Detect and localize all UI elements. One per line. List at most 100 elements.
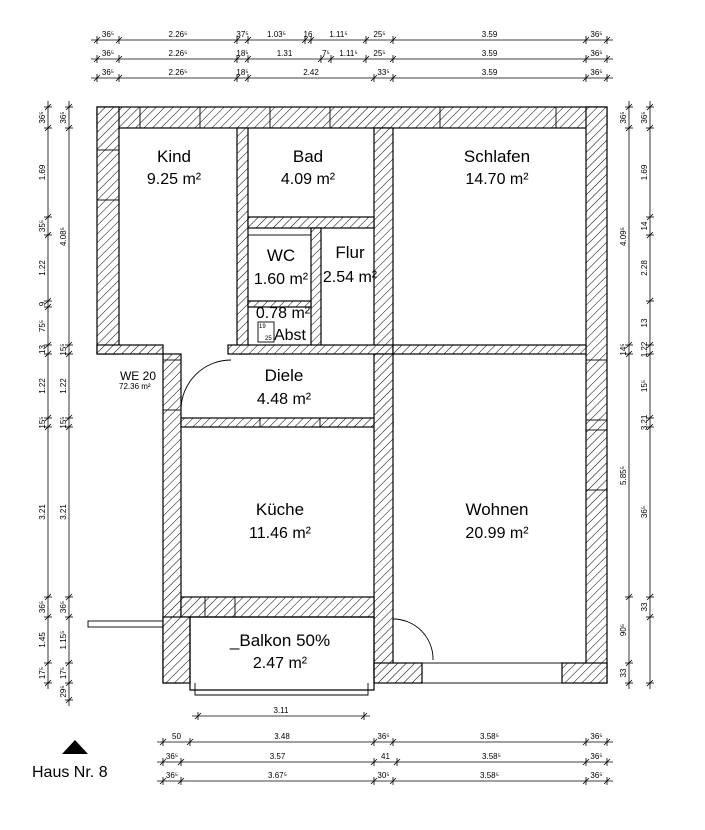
- wall-kind-bad: [236, 127, 249, 355]
- room-kind-name: Kind: [157, 147, 191, 166]
- wall-bad-schlafen: [373, 127, 394, 355]
- wall-schlafen-wohnen: [392, 344, 587, 355]
- dim-left-2-label: 1.15⁵: [59, 631, 68, 650]
- dim-right-1-label: 36⁵: [619, 111, 628, 123]
- house-label: Haus Nr. 8: [32, 764, 108, 781]
- dim-bottom-3-label: 36⁵: [590, 771, 602, 780]
- dim-left-1-label: 3.21: [38, 504, 47, 520]
- dim-bottom-2-label: 36⁵: [166, 752, 178, 761]
- dim-top-1-label: 3.59: [482, 30, 498, 39]
- wall-wc-flur: [310, 227, 322, 349]
- unit-name: WE 20: [120, 369, 156, 383]
- dim-left-1-label: 1.45: [38, 632, 47, 648]
- wall-south-east: [561, 662, 608, 684]
- room-abst-name: Abst: [274, 327, 307, 344]
- dim-left-2-label: 3.21: [59, 504, 68, 520]
- room-bad-area: 4.09 m²: [281, 171, 336, 188]
- dim-left-2-label: 1.22: [59, 378, 68, 394]
- dim-left-2-label: 29⁵: [59, 685, 68, 697]
- dim-top-1-label: 16: [304, 30, 313, 39]
- dim-bottom-2-label: 3.58⁵: [482, 752, 501, 761]
- dim-top-2-label: 2.26⁵: [169, 49, 188, 58]
- dim-bottom-3-label: 3.58⁵: [480, 771, 499, 780]
- dim-right-1-label: 4.09⁵: [619, 227, 628, 246]
- dim-bottom-3-label: 3.67⁵: [268, 771, 287, 780]
- dim-right-2-label: 3.21: [640, 414, 649, 430]
- dim-right-2-label: 33: [640, 602, 649, 611]
- dim-top-1-label: 36⁵: [102, 30, 114, 39]
- abst-dim-1: 19: [259, 324, 266, 330]
- dim-right-1-label: 5.85⁵: [619, 466, 628, 485]
- wall-diele-kueche: [180, 417, 394, 428]
- dim-left-2-label: 36⁵: [59, 601, 68, 613]
- dim-right-1-label: 33: [619, 668, 628, 677]
- dim-top-1-label: 2.26⁵: [169, 30, 188, 39]
- dim-left-1-label: 36⁵: [38, 601, 47, 613]
- dim-top-1-label: 37⁵: [236, 30, 248, 39]
- dim-right-2-label: 13: [640, 318, 649, 327]
- dim-top-1-label: 1.03⁵: [267, 30, 286, 39]
- room-schlafen-name: Schlafen: [464, 147, 530, 166]
- dim-top-2-label: 25⁵: [373, 49, 385, 58]
- dim-right-1-label: 90⁵: [619, 624, 628, 636]
- walls: [96, 106, 608, 684]
- dim-top-3-label: 2.42: [303, 68, 319, 77]
- dim-bottom-2-label: 3.57: [270, 752, 286, 761]
- dim-right-1-label: 14⁵: [619, 343, 628, 355]
- room-flur-name: Flur: [335, 243, 365, 262]
- dim-left-1-label: 35⁵: [38, 220, 47, 232]
- room-wc-area: 1.60 m²: [254, 271, 309, 288]
- dim-top-1-label: 36⁵: [590, 30, 602, 39]
- dim-right-2-label: 36⁵: [640, 506, 649, 518]
- wall-kueche-balkon: [180, 596, 375, 618]
- flur-box: [320, 227, 375, 346]
- wc-box: [247, 234, 312, 302]
- wall-west-upper: [96, 106, 120, 355]
- dim-left-1-label: 36⁵: [38, 111, 47, 123]
- dim-top-2-label: 1.31: [277, 49, 293, 58]
- dim-bottom-1-label: 3.58⁵: [480, 732, 499, 741]
- dim-top-2-label: 36⁵: [102, 49, 114, 58]
- dim-left-2-label: 15⁵: [59, 416, 68, 428]
- dim-top-2-label: 18⁵: [236, 49, 248, 58]
- dim-left-1-label: 75⁵: [38, 320, 47, 332]
- abst-dim-2: 25: [265, 336, 272, 342]
- wall-east: [585, 106, 608, 684]
- dim-right-2-label: 15⁵: [640, 380, 649, 392]
- wall-north: [96, 106, 608, 129]
- abst-box: [257, 321, 275, 343]
- wall-kueche-wohnen: [373, 353, 394, 675]
- dim-left-1-label: 1.69: [38, 164, 47, 180]
- dim-top-1-label: 1.11⁵: [329, 30, 347, 39]
- dim-left-1-label: 13: [38, 345, 47, 354]
- dim-balkon-label: 3.11: [274, 706, 290, 715]
- dim-left-1-label: 1.22: [38, 378, 47, 394]
- dim-right-2-label: 1.22: [640, 341, 649, 357]
- room-kind-area: 9.25 m²: [147, 171, 202, 188]
- dim-top-3-label: 18⁵: [236, 68, 248, 77]
- room-kueche-area: 11.46 m²: [249, 525, 312, 542]
- room-bad-name: Bad: [293, 147, 323, 166]
- dimension-chains: 36⁵ 2.26⁵ 37⁵ 1.03⁵ 16 1.11⁵ 25⁵ 3.59 36⁵ 36⁵ 2.26…: [38, 30, 654, 785]
- dim-bottom-1-label: 50: [172, 732, 181, 741]
- dim-right-2-label: 36⁵: [640, 111, 649, 123]
- windows: [96, 106, 608, 684]
- dim-left-1-label: 1.22: [38, 260, 47, 276]
- dim-left-1-label: 9: [38, 301, 47, 306]
- dim-top-3-label: 3.59: [482, 68, 498, 77]
- dim-right-2-label: 14: [640, 221, 649, 230]
- dim-top-3-label: 36⁵: [590, 68, 602, 77]
- room-flur-area: 2.54 m²: [323, 269, 378, 286]
- dim-left-2-label: 15⁵: [59, 343, 68, 355]
- room-abst-area: 0.78 m²: [256, 305, 311, 322]
- dim-left-2-label: 36⁵: [59, 111, 68, 123]
- dim-left-2-label: 4.08⁵: [59, 227, 68, 246]
- dim-top-1-label: 25⁵: [373, 30, 385, 39]
- wall-upper-diele-left: [96, 344, 164, 355]
- wall-south-right: [373, 662, 423, 684]
- dim-left-1-label: 15⁵: [38, 416, 47, 428]
- dim-top-2-label: 1.11⁵: [339, 49, 357, 58]
- room-diele-name: Diele: [265, 366, 304, 385]
- room-diele-area: 4.48 m²: [257, 391, 312, 408]
